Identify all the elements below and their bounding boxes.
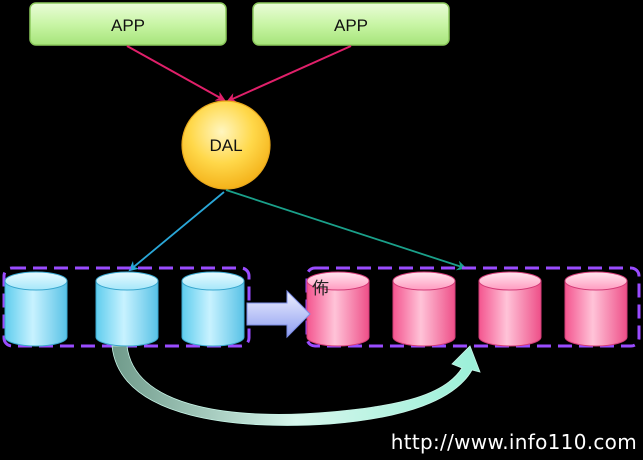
db-group-a-cylinder-1 <box>4 271 68 347</box>
db-group-b-cylinder-3 <box>478 271 542 347</box>
arrow-dal-to-db-group-a <box>128 191 225 272</box>
db-group-b-cylinder-4 <box>564 271 628 347</box>
app-node-right: APP <box>252 2 450 46</box>
db-group-a-cylinder-3 <box>181 271 245 347</box>
db-group-a-cylinder-2 <box>95 271 159 347</box>
app-node-left: APP <box>29 2 227 46</box>
db-group-b-cylinder-1 <box>306 271 370 347</box>
arrow-app-left-to-dal <box>126 45 226 101</box>
watermark: http://www.info110.com <box>390 430 637 454</box>
app-node-right-label: APP <box>334 16 368 35</box>
dal-node: DAL <box>181 100 271 190</box>
arrow-dal-to-db-group-b <box>225 189 467 271</box>
database-layer <box>4 271 628 347</box>
dal-node-label: DAL <box>209 136 242 155</box>
db-group-b-glyph: 佈 <box>312 279 329 299</box>
migration-block-arrow <box>246 289 311 339</box>
db-group-b-cylinder-2 <box>392 271 456 347</box>
arrow-app-right-to-dal <box>226 45 352 103</box>
app-node-left-label: APP <box>111 16 145 35</box>
curved-migration-arrow <box>111 345 481 426</box>
